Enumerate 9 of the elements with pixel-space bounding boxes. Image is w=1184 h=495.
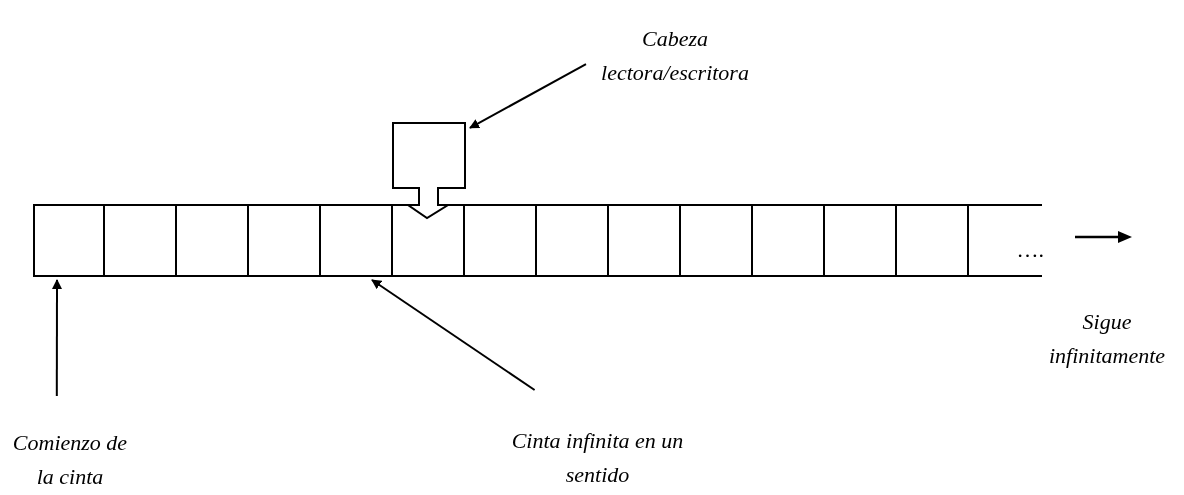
ellipsis: …. <box>1016 239 1044 264</box>
callout-text: Cinta infinita en un sentido <box>505 424 690 492</box>
callout-text: Comienzo de la cinta <box>10 426 130 494</box>
callout-text: Cabeza lectora/escritora <box>590 22 760 90</box>
arrow <box>371 279 536 391</box>
tape <box>33 204 1042 277</box>
arrow <box>52 279 62 397</box>
note-text: Sigue infinitamente <box>1047 308 1167 370</box>
arrow <box>469 63 587 129</box>
